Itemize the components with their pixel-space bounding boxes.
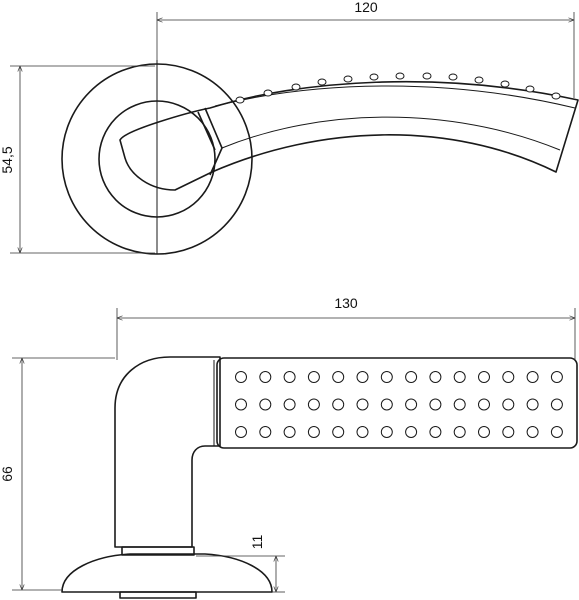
handle-neck xyxy=(114,356,221,548)
grip-hole xyxy=(235,371,247,383)
lever-dot xyxy=(500,80,510,88)
grip-hole xyxy=(453,398,466,411)
grip-hole xyxy=(453,426,466,438)
grip-hole xyxy=(307,426,320,438)
grip-hole xyxy=(235,398,247,411)
dim-11-label: 11 xyxy=(249,535,265,550)
lever-lower-edge xyxy=(221,116,561,151)
grip-hole xyxy=(405,371,418,383)
lever-dot xyxy=(551,92,561,100)
grip-hole xyxy=(502,398,515,411)
grip-hole xyxy=(259,371,272,383)
lever-neck-divider xyxy=(197,111,216,151)
grip-hole xyxy=(526,371,539,383)
grip-hole xyxy=(259,398,272,411)
lever-dot xyxy=(263,89,273,97)
lever-ridge xyxy=(214,85,576,109)
grip-hole xyxy=(380,426,393,438)
grip-holes xyxy=(235,371,563,438)
lever-dot xyxy=(291,83,301,91)
dim-130-label: 130 xyxy=(334,295,358,311)
grip-hole xyxy=(283,398,296,411)
grip-hole xyxy=(502,371,515,383)
top-view: 120 54,5 xyxy=(0,0,579,255)
lever-dot xyxy=(525,85,535,93)
grip-hole xyxy=(380,371,393,383)
grip-hole xyxy=(429,398,442,411)
dim-66-label: 66 xyxy=(0,466,15,482)
grip-hole xyxy=(307,371,320,383)
grip-hole xyxy=(356,426,369,438)
grip-hole xyxy=(405,398,418,411)
grip-hole xyxy=(283,426,296,438)
grip-hole xyxy=(332,371,345,383)
grip-hole xyxy=(478,426,490,438)
lever-dot xyxy=(395,72,405,80)
rosette-base xyxy=(61,553,273,593)
dim-54-label: 54,5 xyxy=(0,146,15,173)
grip-hole xyxy=(356,398,369,411)
lever-top-dots xyxy=(235,72,561,104)
lever-dot xyxy=(317,78,327,86)
lever-dot xyxy=(474,76,484,84)
grip-hole xyxy=(550,371,563,383)
grip-hole xyxy=(429,426,442,438)
grip-hole xyxy=(453,371,466,383)
lever-dot xyxy=(448,73,458,81)
grip-hole xyxy=(332,398,345,411)
grip-hole xyxy=(502,426,515,438)
grip-hole xyxy=(259,426,272,438)
lever-dot xyxy=(422,72,432,80)
grip-hole xyxy=(550,398,563,411)
grip-hole xyxy=(526,398,539,411)
rosette-foot xyxy=(119,591,197,599)
lever-neck xyxy=(204,107,223,176)
lever-dot xyxy=(369,73,379,81)
grip-hole xyxy=(283,371,296,383)
grip-hole xyxy=(405,426,418,438)
grip-hole xyxy=(235,426,247,438)
lever-body-outline xyxy=(119,80,579,191)
grip-hole xyxy=(356,371,369,383)
lever-dot xyxy=(235,96,245,104)
grip-hole xyxy=(526,426,539,438)
grip-hole xyxy=(478,398,490,411)
dim-120-label: 120 xyxy=(354,0,378,15)
grip-hole xyxy=(429,371,442,383)
grip-hole xyxy=(332,426,345,438)
lever-dot xyxy=(343,75,353,83)
front-view: 130 66 11 xyxy=(0,295,578,599)
grip-hole xyxy=(307,398,320,411)
grip-hole xyxy=(478,371,490,383)
handle-grip xyxy=(216,357,578,449)
grip-hole xyxy=(550,426,563,438)
grip-hole xyxy=(380,398,393,411)
